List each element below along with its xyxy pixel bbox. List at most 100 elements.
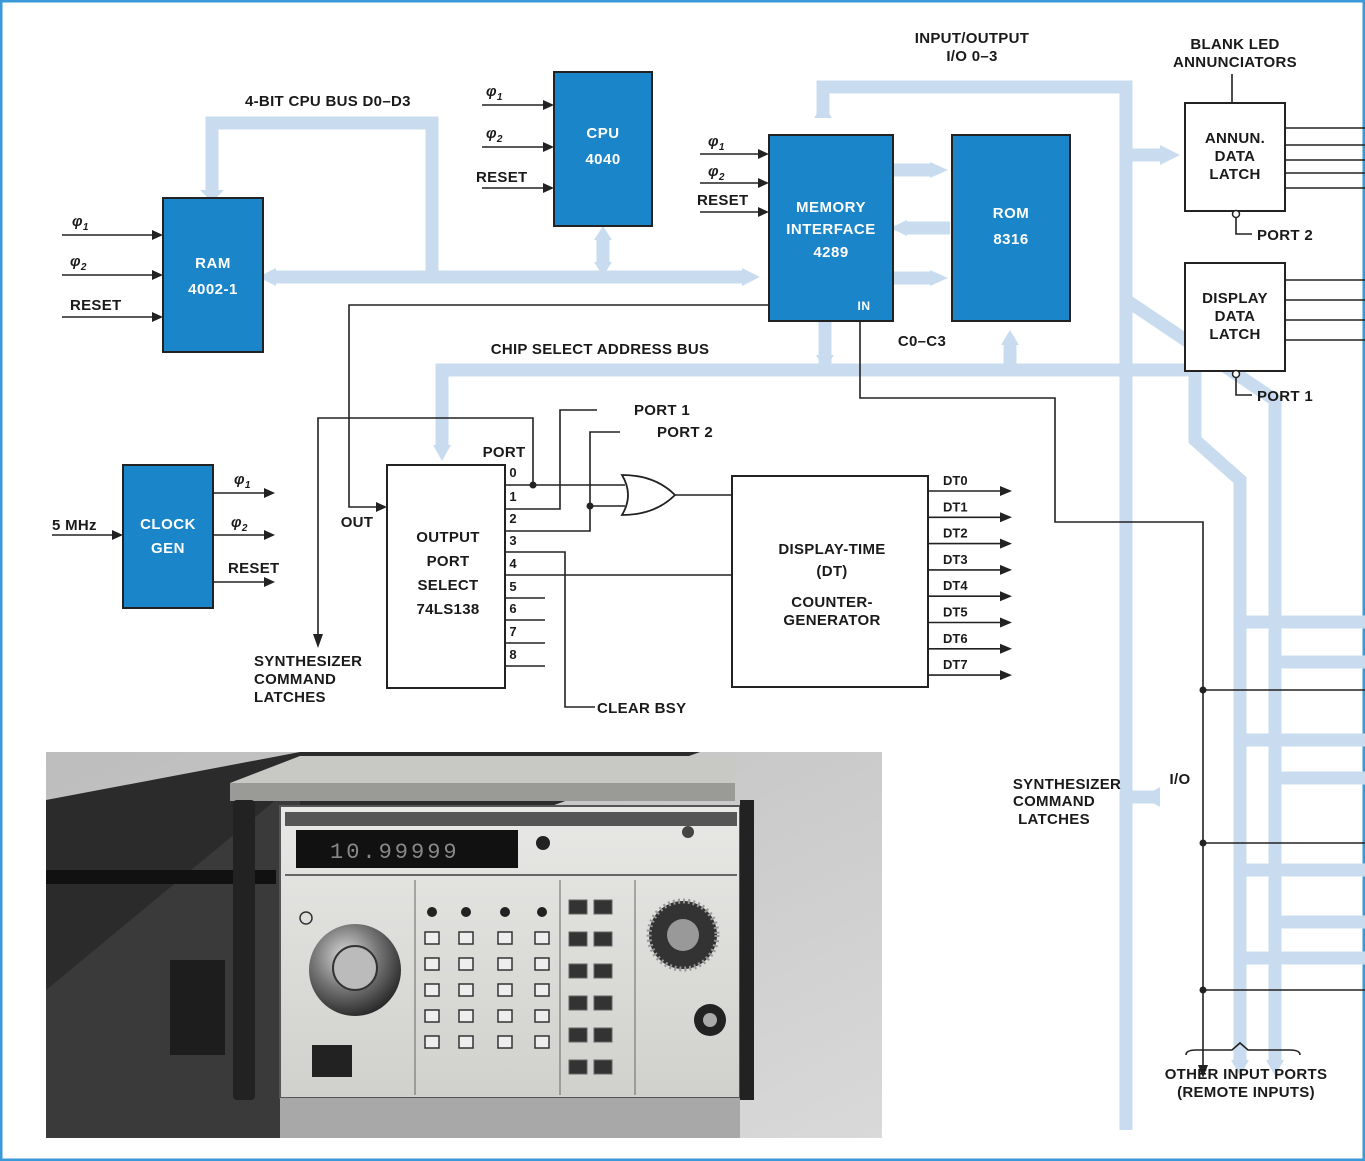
dt-label-2: DT2: [943, 526, 968, 541]
annun-l2: DATA: [1215, 148, 1256, 165]
port-pin-0: 0: [509, 465, 516, 480]
mem-label: MEMORY: [796, 199, 866, 216]
annun-l1: ANNUN.: [1205, 130, 1265, 147]
dt-arrow-6: [1000, 644, 1012, 654]
display-latch-block: DISPLAY DATA LATCH: [1185, 263, 1285, 378]
in-label: IN: [858, 299, 871, 313]
ops-l2: PORT: [427, 553, 470, 570]
dt-arrow-1: [1000, 512, 1012, 522]
clock-label: CLOCK: [140, 516, 196, 533]
c0c3-label: C0–C3: [898, 333, 946, 350]
clk-phi2: φ2: [231, 514, 248, 534]
mem-label2: INTERFACE: [786, 221, 876, 238]
cpu-phi2: φ2: [486, 125, 503, 145]
annun-l3: LATCH: [1209, 166, 1260, 183]
clock-gen-block: CLOCK GEN: [123, 465, 213, 608]
synth-left-2: COMMAND: [254, 671, 336, 688]
io-title-2: I/O 0–3: [946, 48, 997, 65]
dt-l3: COUNTER-: [791, 594, 873, 611]
cpu-bus-label: 4-BIT CPU BUS D0–D3: [245, 93, 411, 110]
or-gate: [622, 475, 675, 515]
port-pin-3: 3: [509, 533, 516, 548]
cpu-reset: RESET: [476, 169, 528, 186]
other-ports-2: (REMOTE INPUTS): [1177, 1084, 1315, 1101]
cpu-phi1: φ1: [486, 83, 503, 103]
synth-right-2: COMMAND: [1013, 793, 1095, 810]
synth-left-1: SYNTHESIZER: [254, 653, 362, 670]
rom-part: 8316: [993, 231, 1028, 248]
five-mhz: 5 MHz: [52, 517, 97, 534]
dt-counter-block: DISPLAY-TIME (DT) COUNTER- GENERATOR: [732, 476, 928, 687]
other-ports-1: OTHER INPUT PORTS: [1165, 1066, 1328, 1083]
dt-l1: DISPLAY-TIME: [778, 541, 885, 558]
memory-rom-bus: [890, 162, 950, 286]
port-header: PORT: [483, 444, 526, 461]
synth-right-3: LATCHES: [1018, 811, 1090, 828]
dt-l2: (DT): [816, 563, 847, 580]
dt-arrow-2: [1000, 539, 1012, 549]
ram-phi2: φ2: [70, 253, 87, 273]
port2-latch: PORT 2: [1257, 227, 1313, 244]
photo-display-readout: 10.99999: [330, 840, 460, 865]
port1-latch: PORT 1: [1257, 388, 1313, 405]
clk-reset: RESET: [228, 560, 280, 577]
port-pin-8: 8: [509, 647, 516, 662]
dt-arrow-7: [1000, 670, 1012, 680]
ram-part: 4002-1: [188, 281, 238, 298]
synth-right-1: SYNTHESIZER: [1013, 776, 1121, 793]
out-label: OUT: [341, 514, 374, 531]
rom-block: ROM 8316: [952, 135, 1070, 321]
dt-label-5: DT5: [943, 605, 968, 620]
port2-top: PORT 2: [657, 424, 713, 441]
port-pin-4: 4: [509, 556, 517, 571]
clk-phi1: φ1: [234, 471, 251, 491]
dt-arrow-5: [1000, 618, 1012, 628]
ram-phi1: φ1: [72, 213, 89, 233]
blank-led-1: BLANK LED: [1190, 36, 1279, 53]
cpu-block: CPU 4040: [554, 72, 652, 226]
ops-l4: 74LS138: [417, 601, 480, 618]
dt-label-0: DT0: [943, 473, 968, 488]
clear-bsy: CLEAR BSY: [597, 700, 686, 717]
ram-reset: RESET: [70, 297, 122, 314]
port-pin-5: 5: [509, 579, 516, 594]
output-port-select-block: OUTPUT PORT SELECT 74LS138: [387, 465, 505, 688]
ops-l1: OUTPUT: [416, 529, 479, 546]
dt-label-7: DT7: [943, 657, 968, 672]
ops-l3: SELECT: [418, 577, 479, 594]
instrument-photo: 10.99999: [46, 752, 882, 1138]
disp-l2: DATA: [1215, 308, 1256, 325]
rom-label: ROM: [993, 205, 1030, 222]
dt-arrow-0: [1000, 486, 1012, 496]
dt-arrow-4: [1000, 591, 1012, 601]
port-pin-6: 6: [509, 601, 516, 616]
chip-select-label: CHIP SELECT ADDRESS BUS: [491, 341, 710, 358]
dt-arrow-3: [1000, 565, 1012, 575]
ram-label: RAM: [195, 255, 231, 272]
cpu-part: 4040: [585, 151, 620, 168]
memory-interface-block: MEMORY INTERFACE 4289 IN: [769, 135, 893, 321]
dt-label-3: DT3: [943, 552, 968, 567]
mem-phi2: φ2: [708, 163, 725, 183]
io-title-1: INPUT/OUTPUT: [915, 30, 1029, 47]
blank-led-2: ANNUNCIATORS: [1173, 54, 1297, 71]
port1-top: PORT 1: [634, 402, 690, 419]
dt-label-4: DT4: [943, 578, 968, 593]
cpu-data-bus: [200, 123, 760, 286]
io-label: I/O: [1170, 771, 1191, 788]
cpu-label: CPU: [586, 125, 619, 142]
port-pin-2: 2: [509, 511, 516, 526]
mem-phi1: φ1: [708, 133, 725, 153]
disp-l3: LATCH: [1209, 326, 1260, 343]
mem-reset: RESET: [697, 192, 749, 209]
mem-part: 4289: [813, 244, 848, 261]
annun-latch-block: ANNUN. DATA LATCH: [1185, 103, 1285, 218]
disp-l1: DISPLAY: [1202, 290, 1268, 307]
synth-left-3: LATCHES: [254, 689, 326, 706]
port-pin-7: 7: [509, 624, 516, 639]
clock-label2: GEN: [151, 540, 185, 557]
